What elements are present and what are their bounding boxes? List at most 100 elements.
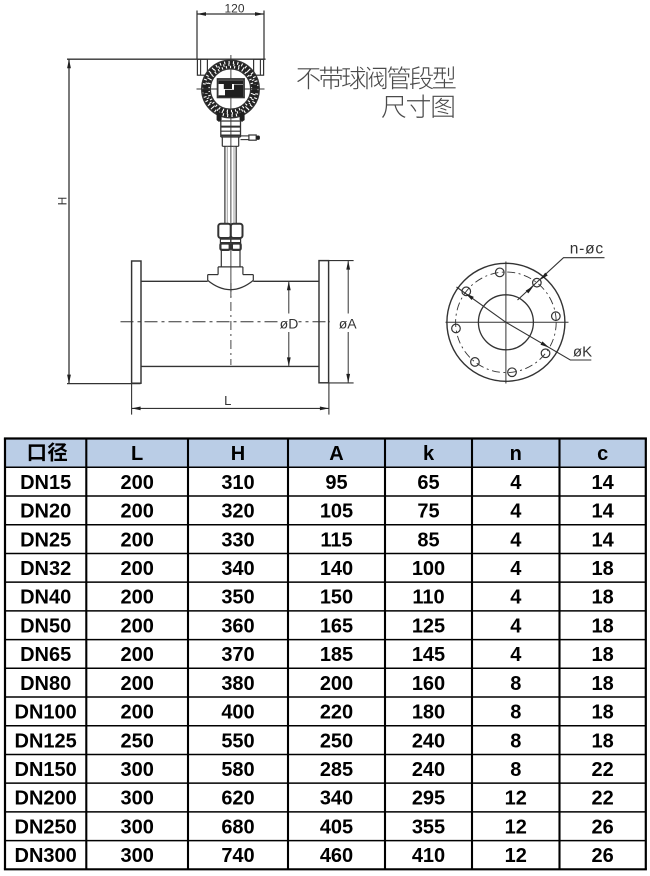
svg-text:14: 14 [592, 472, 615, 494]
svg-text:100: 100 [412, 558, 445, 580]
svg-text:370: 370 [221, 644, 254, 666]
svg-text:4: 4 [510, 644, 522, 666]
svg-text:310: 310 [221, 472, 254, 494]
svg-text:18: 18 [592, 702, 614, 724]
svg-text:DN20: DN20 [20, 501, 71, 523]
svg-text:65: 65 [417, 472, 439, 494]
svg-text:200: 200 [120, 529, 153, 551]
svg-text:18: 18 [592, 615, 614, 637]
svg-text:740: 740 [221, 845, 254, 867]
svg-text:200: 200 [120, 501, 153, 523]
svg-text:n: n [510, 443, 522, 465]
svg-text:300: 300 [120, 845, 153, 867]
svg-text:350: 350 [221, 587, 254, 609]
svg-text:DN50: DN50 [20, 615, 71, 637]
svg-text:85: 85 [417, 529, 439, 551]
svg-text:22: 22 [592, 759, 614, 781]
svg-text:340: 340 [221, 558, 254, 580]
svg-text:75: 75 [417, 501, 439, 523]
svg-text:410: 410 [412, 845, 445, 867]
svg-text:680: 680 [221, 816, 254, 838]
svg-text:øA: øA [339, 316, 358, 332]
svg-text:n-øc: n-øc [570, 240, 604, 257]
svg-text:400: 400 [221, 702, 254, 724]
svg-text:18: 18 [592, 587, 614, 609]
svg-text:18: 18 [592, 644, 614, 666]
svg-text:L: L [131, 443, 143, 465]
svg-text:110: 110 [412, 587, 444, 609]
svg-text:k: k [423, 443, 435, 465]
svg-text:150: 150 [320, 587, 353, 609]
svg-text:355: 355 [412, 816, 445, 838]
svg-text:DN40: DN40 [20, 587, 71, 609]
svg-text:125: 125 [412, 615, 445, 637]
svg-text:340: 340 [320, 788, 353, 810]
svg-text:300: 300 [120, 759, 153, 781]
svg-text:200: 200 [320, 673, 353, 695]
svg-text:18: 18 [592, 730, 614, 752]
svg-text:4: 4 [510, 587, 522, 609]
svg-text:115: 115 [320, 529, 352, 551]
svg-text:14: 14 [592, 529, 615, 551]
svg-text:180: 180 [412, 702, 445, 724]
svg-text:4: 4 [510, 472, 522, 494]
svg-text:160: 160 [412, 673, 445, 695]
svg-text:95: 95 [325, 472, 347, 494]
svg-text:200: 200 [120, 702, 153, 724]
svg-text:A: A [329, 443, 343, 465]
svg-text:295: 295 [412, 788, 445, 810]
svg-text:140: 140 [320, 558, 353, 580]
svg-text:12: 12 [505, 845, 527, 867]
svg-text:8: 8 [510, 673, 521, 695]
svg-text:14: 14 [592, 501, 615, 523]
svg-text:330: 330 [221, 529, 254, 551]
svg-text:26: 26 [592, 816, 614, 838]
svg-text:4: 4 [510, 558, 522, 580]
svg-text:øK: øK [573, 343, 592, 360]
svg-text:300: 300 [120, 788, 153, 810]
svg-text:4: 4 [510, 501, 522, 523]
svg-text:550: 550 [221, 730, 254, 752]
svg-text:H: H [231, 443, 245, 465]
svg-text:L: L [224, 393, 231, 408]
svg-text:165: 165 [320, 615, 353, 637]
svg-text:26: 26 [592, 845, 614, 867]
svg-text:360: 360 [221, 615, 254, 637]
svg-text:DN150: DN150 [15, 759, 77, 781]
svg-text:DN250: DN250 [15, 816, 77, 838]
svg-text:185: 185 [320, 644, 353, 666]
svg-text:620: 620 [221, 788, 254, 810]
svg-text:200: 200 [120, 587, 153, 609]
svg-text:DN100: DN100 [15, 702, 77, 724]
svg-text:250: 250 [320, 730, 353, 752]
svg-text:4: 4 [510, 529, 522, 551]
svg-text:DN32: DN32 [20, 558, 71, 580]
svg-text:200: 200 [120, 615, 153, 637]
svg-text:240: 240 [412, 730, 445, 752]
svg-text:200: 200 [120, 673, 153, 695]
svg-text:200: 200 [120, 472, 153, 494]
svg-text:460: 460 [320, 845, 353, 867]
svg-text:øD: øD [280, 316, 299, 332]
svg-text:18: 18 [592, 558, 614, 580]
svg-text:18: 18 [592, 673, 614, 695]
svg-text:12: 12 [505, 788, 527, 810]
svg-text:8: 8 [510, 759, 521, 781]
svg-text:DN125: DN125 [15, 730, 77, 752]
svg-text:12: 12 [505, 816, 527, 838]
svg-text:DN65: DN65 [20, 644, 71, 666]
svg-text:8: 8 [510, 730, 521, 752]
svg-text:105: 105 [320, 501, 353, 523]
svg-text:220: 220 [320, 702, 353, 724]
svg-text:200: 200 [120, 558, 153, 580]
svg-text:DN25: DN25 [20, 529, 71, 551]
svg-text:285: 285 [320, 759, 353, 781]
svg-text:c: c [597, 443, 608, 465]
svg-text:320: 320 [221, 501, 254, 523]
svg-text:DN200: DN200 [15, 788, 77, 810]
svg-text:145: 145 [412, 644, 445, 666]
svg-text:380: 380 [221, 673, 254, 695]
svg-text:8: 8 [510, 702, 521, 724]
svg-text:DN300: DN300 [15, 845, 77, 867]
svg-text:DN15: DN15 [20, 472, 71, 494]
